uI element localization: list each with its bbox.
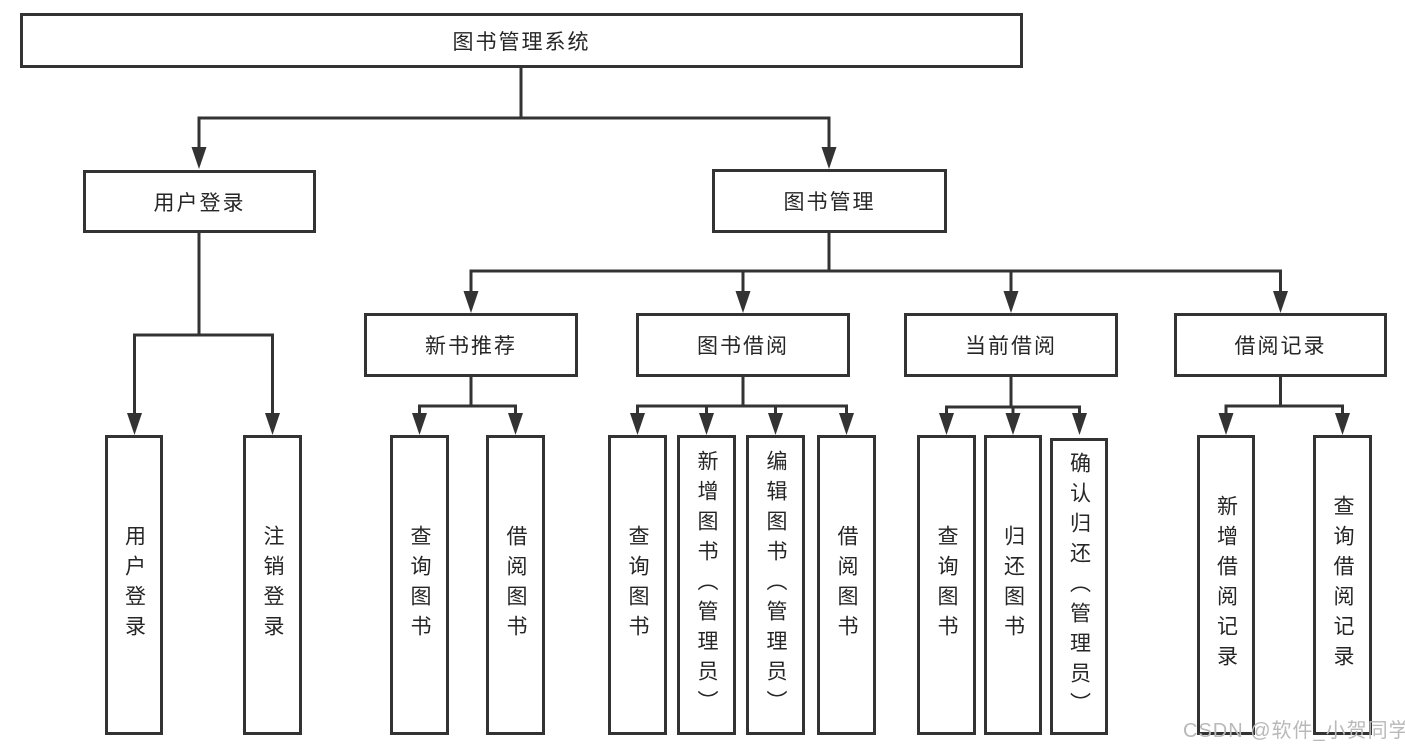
node-new-book-recommendation: 新书推荐 <box>364 313 578 377</box>
leaf-confirm-return-admin: 确认归还（管理员） <box>1050 438 1108 735</box>
node-label: 借阅记录 <box>1234 335 1327 358</box>
leaf-borrow-books-2: 借阅图书 <box>817 435 876 735</box>
node-label: 新增图书（管理员） <box>695 450 718 720</box>
node-label: 查询图书 <box>408 525 431 645</box>
node-label: 借阅图书 <box>504 525 527 645</box>
leaf-return-books: 归还图书 <box>984 435 1042 735</box>
node-label: 查询图书 <box>935 525 958 645</box>
leaf-query-borrow-record: 查询借阅记录 <box>1313 435 1372 735</box>
node-label: 归还图书 <box>1001 525 1025 645</box>
node-label: 注销登录 <box>261 525 284 645</box>
leaf-logout: 注销登录 <box>243 435 302 735</box>
leaf-user-login: 用户登录 <box>105 435 163 735</box>
leaf-add-book-admin: 新增图书（管理员） <box>677 435 736 735</box>
node-label: 图书管理系统 <box>452 30 591 54</box>
node-label: 查询借阅记录 <box>1331 495 1354 675</box>
node-user-login: 用户登录 <box>83 170 316 233</box>
node-label: 当前借阅 <box>965 335 1057 358</box>
node-label: 新书推荐 <box>425 335 517 358</box>
leaf-query-books-3: 查询图书 <box>917 435 976 735</box>
node-book-borrowing: 图书借阅 <box>636 313 850 377</box>
node-label: 编辑图书（管理员） <box>764 450 787 720</box>
leaf-edit-book-admin: 编辑图书（管理员） <box>746 435 805 735</box>
node-label: 查询图书 <box>626 525 649 645</box>
leaf-query-books-2: 查询图书 <box>608 435 667 735</box>
node-label: 用户登录 <box>122 525 146 645</box>
node-label: 新增借阅记录 <box>1214 495 1238 675</box>
node-label: 图书管理 <box>783 191 876 214</box>
node-label: 借阅图书 <box>835 525 858 645</box>
node-current-borrowing: 当前借阅 <box>904 313 1118 377</box>
node-book-management-system: 图书管理系统 <box>20 13 1023 68</box>
node-borrowing-records: 借阅记录 <box>1174 313 1387 377</box>
node-label: 确认归还（管理员） <box>1067 451 1091 722</box>
node-label: 图书借阅 <box>697 335 789 358</box>
watermark: CSDN @软件_小贺同学 <box>1183 720 1405 742</box>
leaf-add-borrow-record: 新增借阅记录 <box>1197 435 1255 735</box>
node-book-management: 图书管理 <box>712 169 947 233</box>
node-label: 用户登录 <box>153 191 246 215</box>
leaf-query-books-1: 查询图书 <box>390 435 449 735</box>
leaf-borrow-books-1: 借阅图书 <box>486 435 545 735</box>
